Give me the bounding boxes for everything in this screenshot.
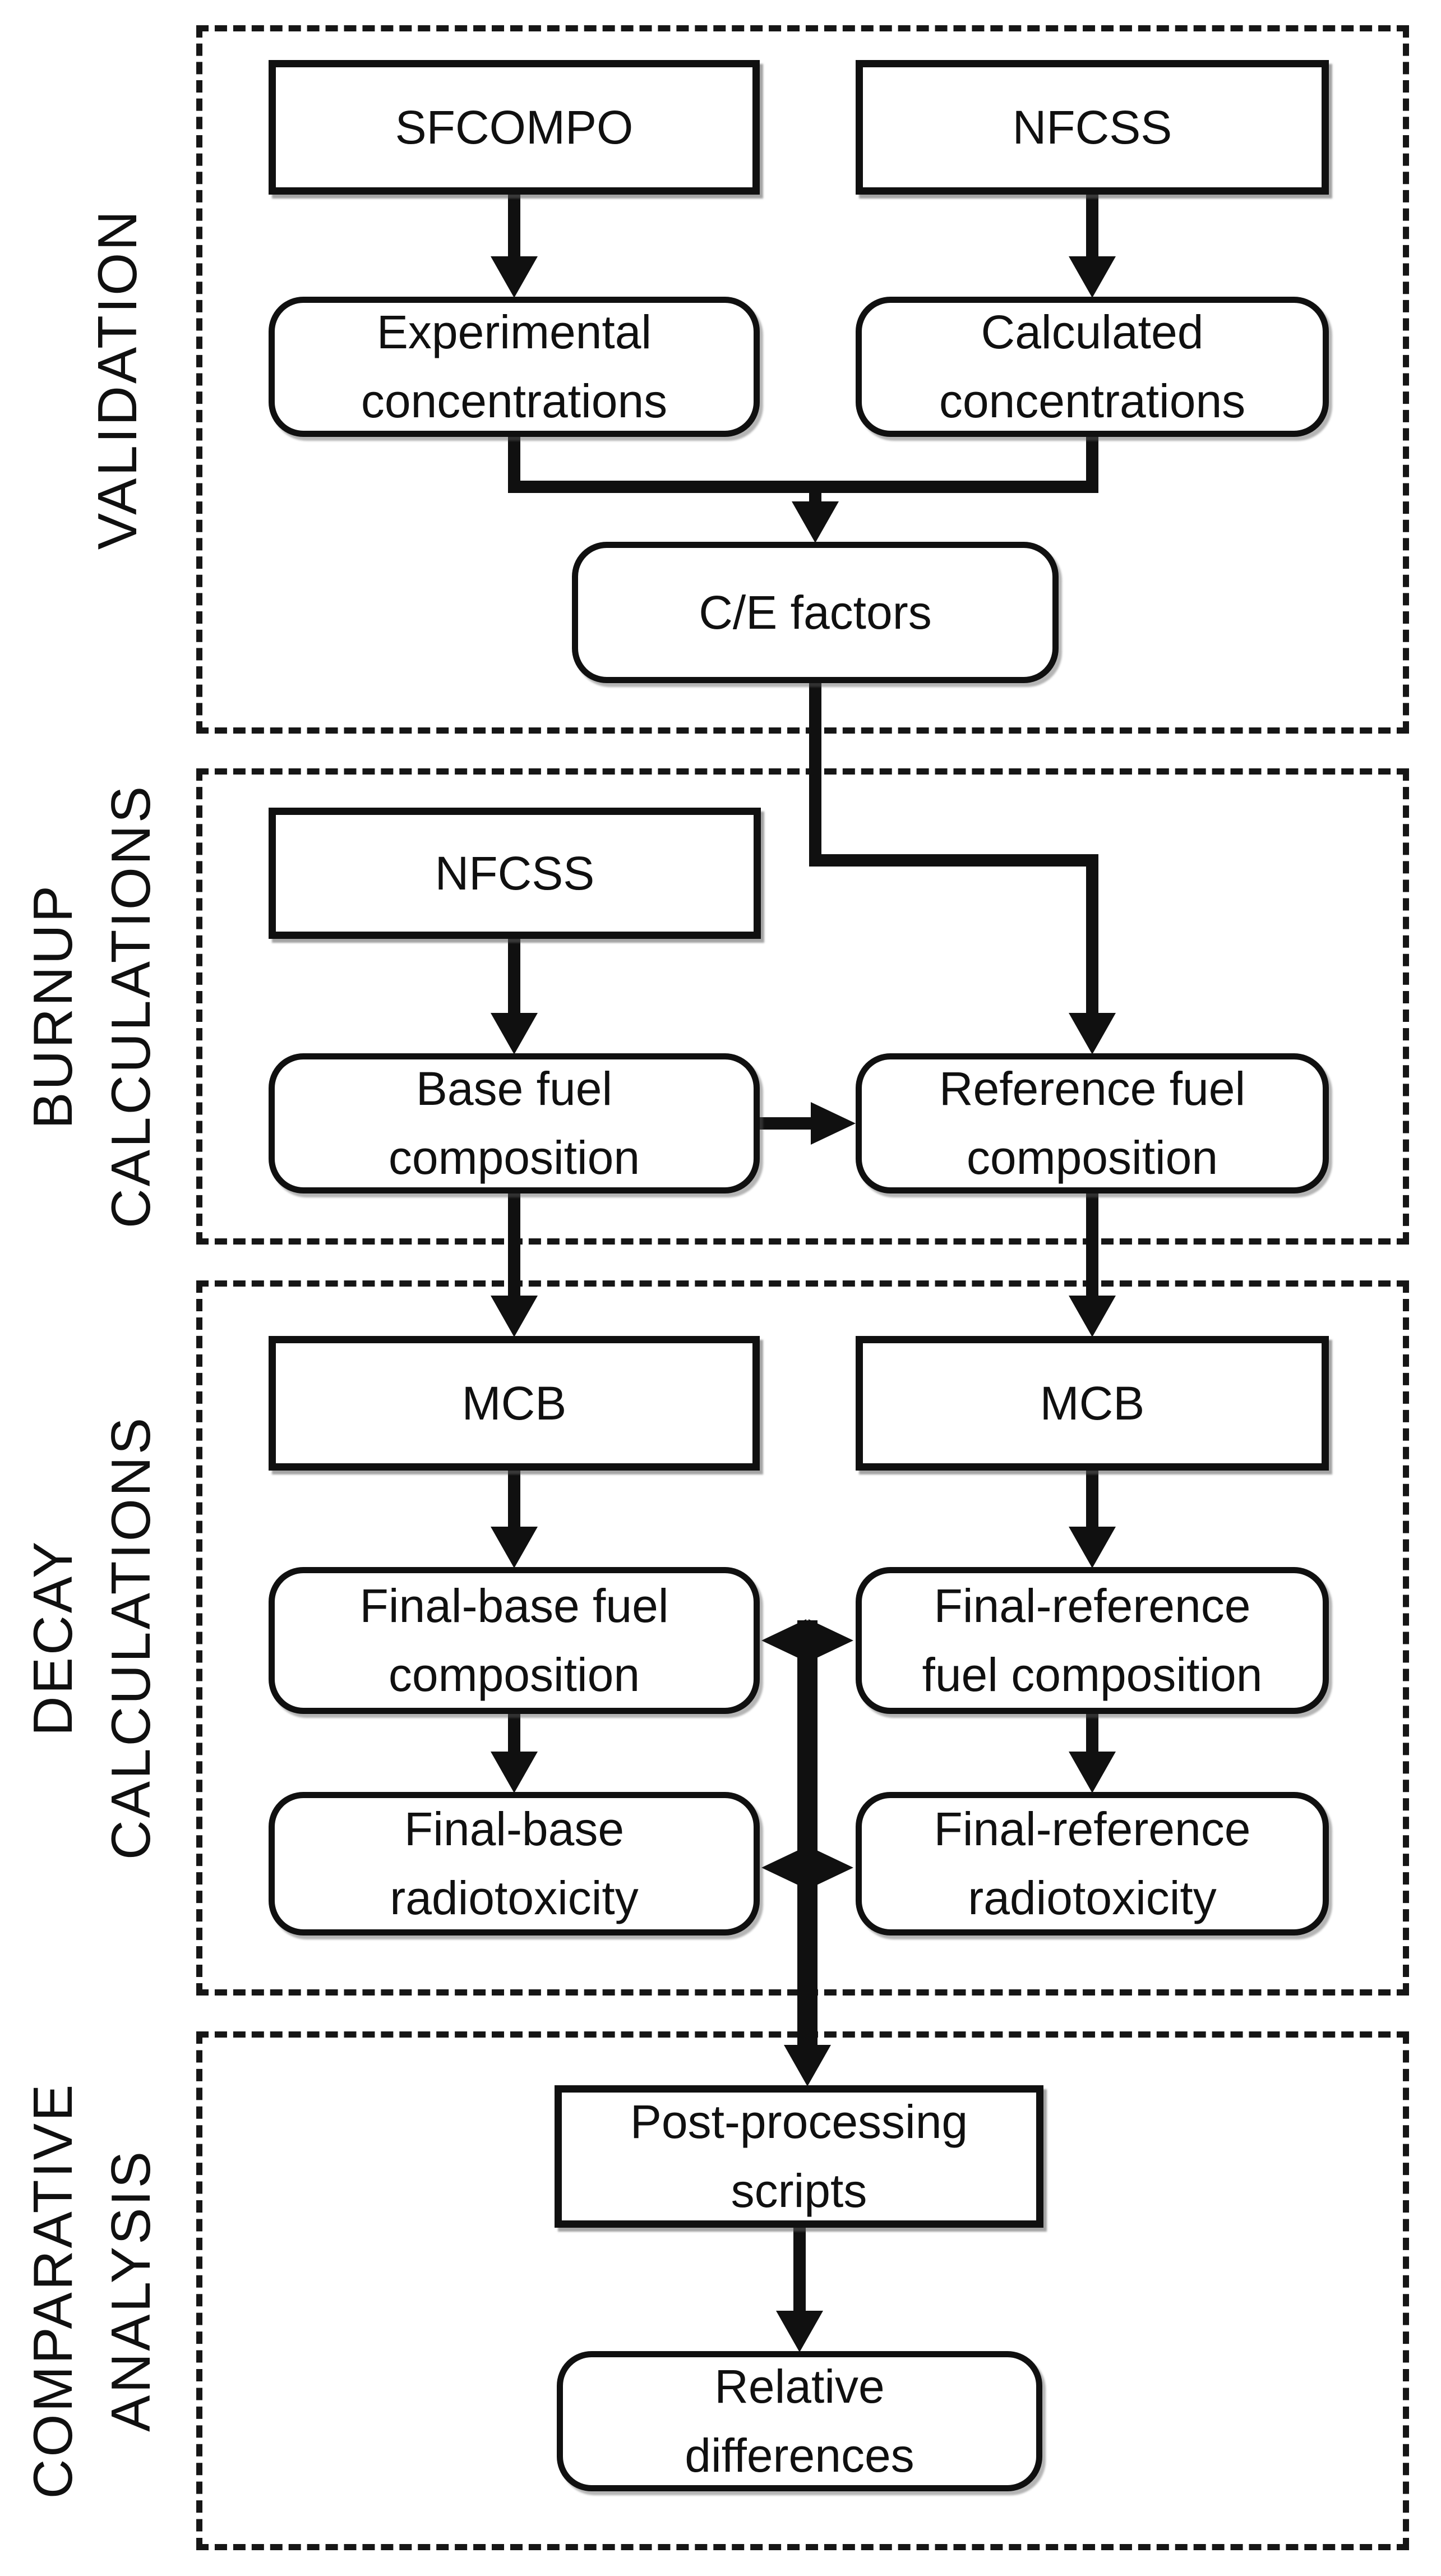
section-label-validation: VALIDATION: [86, 208, 148, 550]
merge-stem: [809, 487, 821, 505]
node-nfcss-validation: NFCSS: [856, 60, 1329, 195]
connector-nfcss-to-calculated: [1086, 195, 1098, 259]
node-final-base-radiotoxicity: Final-base radiotoxicity: [269, 1792, 760, 1936]
arrowhead-into-reference-fuel: [1069, 1013, 1116, 1054]
connector-base-to-mcb-left: [508, 1193, 520, 1297]
arrowhead-into-final-ref-comp: [1069, 1527, 1116, 1568]
connector-final-base-comp-to-radiotox: [508, 1714, 520, 1753]
connector-sfcompo-to-experimental: [508, 195, 520, 259]
node-reference-fuel-composition: Reference fuel composition: [856, 1053, 1329, 1193]
connector-reference-to-mcb-right: [1086, 1193, 1098, 1297]
arrowhead-into-mcb-right: [1069, 1296, 1116, 1337]
connector-post-processing-to-relative: [793, 2228, 806, 2312]
node-ce-factors: C/E factors: [572, 542, 1059, 683]
arrowhead-into-mcb-left: [491, 1296, 538, 1337]
arrowhead-into-final-ref-radiotox: [1069, 1752, 1116, 1793]
double-arrow-radiotox-right-head: [809, 1846, 853, 1889]
node-sfcompo: SFCOMPO: [269, 60, 760, 195]
connector-base-to-reference: [760, 1117, 813, 1130]
arrowhead-into-final-base-radiotox: [491, 1752, 538, 1793]
node-experimental-concentrations: Experimental concentrations: [269, 297, 760, 437]
merge-drop-right: [1086, 437, 1098, 493]
node-mcb-left: MCB: [269, 1336, 760, 1471]
central-line-to-post-processing: [797, 1620, 818, 2046]
node-final-base-fuel-composition: Final-base fuel composition: [269, 1567, 760, 1714]
connector-final-ref-comp-to-radiotox: [1086, 1714, 1098, 1753]
arrowhead-into-final-base-comp: [491, 1527, 538, 1568]
connector-mcb-right-to-final-ref: [1086, 1471, 1098, 1528]
section-frame-validation: [196, 25, 1409, 734]
connector-nfcss2-to-base-fuel: [508, 939, 520, 1014]
node-base-fuel-composition: Base fuel composition: [269, 1053, 760, 1193]
elbow-drop-to-reference: [1086, 867, 1098, 1013]
node-post-processing-scripts: Post-processing scripts: [555, 2085, 1043, 2228]
arrowhead-into-experimental: [491, 256, 538, 298]
section-label-decay: DECAY CALCULATIONS: [22, 1415, 162, 1860]
arrowhead-into-base-fuel: [491, 1013, 538, 1054]
node-relative-differences: Relative differences: [557, 2351, 1042, 2491]
elbow-stem-from-ce-factors: [809, 682, 821, 867]
arrowhead-into-post-processing: [784, 2045, 831, 2086]
merge-bar: [508, 481, 1098, 493]
arrowhead-into-ce-factors: [792, 501, 839, 543]
arrowhead-into-calculated: [1069, 256, 1116, 298]
elbow-jog-bar: [809, 854, 1098, 867]
section-frame-burnup: [196, 768, 1409, 1245]
merge-drop-left: [508, 437, 520, 493]
node-final-reference-fuel-composition: Final-reference fuel composition: [856, 1567, 1329, 1714]
arrowhead-into-relative-differences: [776, 2311, 823, 2352]
section-label-comparative: COMPARATIVE ANALYSIS: [22, 2082, 162, 2499]
node-nfcss-burnup: NFCSS: [269, 808, 761, 939]
arrowhead-base-to-reference: [811, 1102, 856, 1145]
node-final-reference-radiotoxicity: Final-reference radiotoxicity: [856, 1792, 1329, 1936]
double-arrow-radiotox-left-head: [761, 1846, 806, 1889]
node-mcb-right: MCB: [856, 1336, 1329, 1471]
node-calculated-concentrations: Calculated concentrations: [856, 297, 1329, 437]
connector-mcb-left-to-final-base: [508, 1471, 520, 1528]
section-label-burnup: BURNUP CALCULATIONS: [22, 784, 162, 1229]
